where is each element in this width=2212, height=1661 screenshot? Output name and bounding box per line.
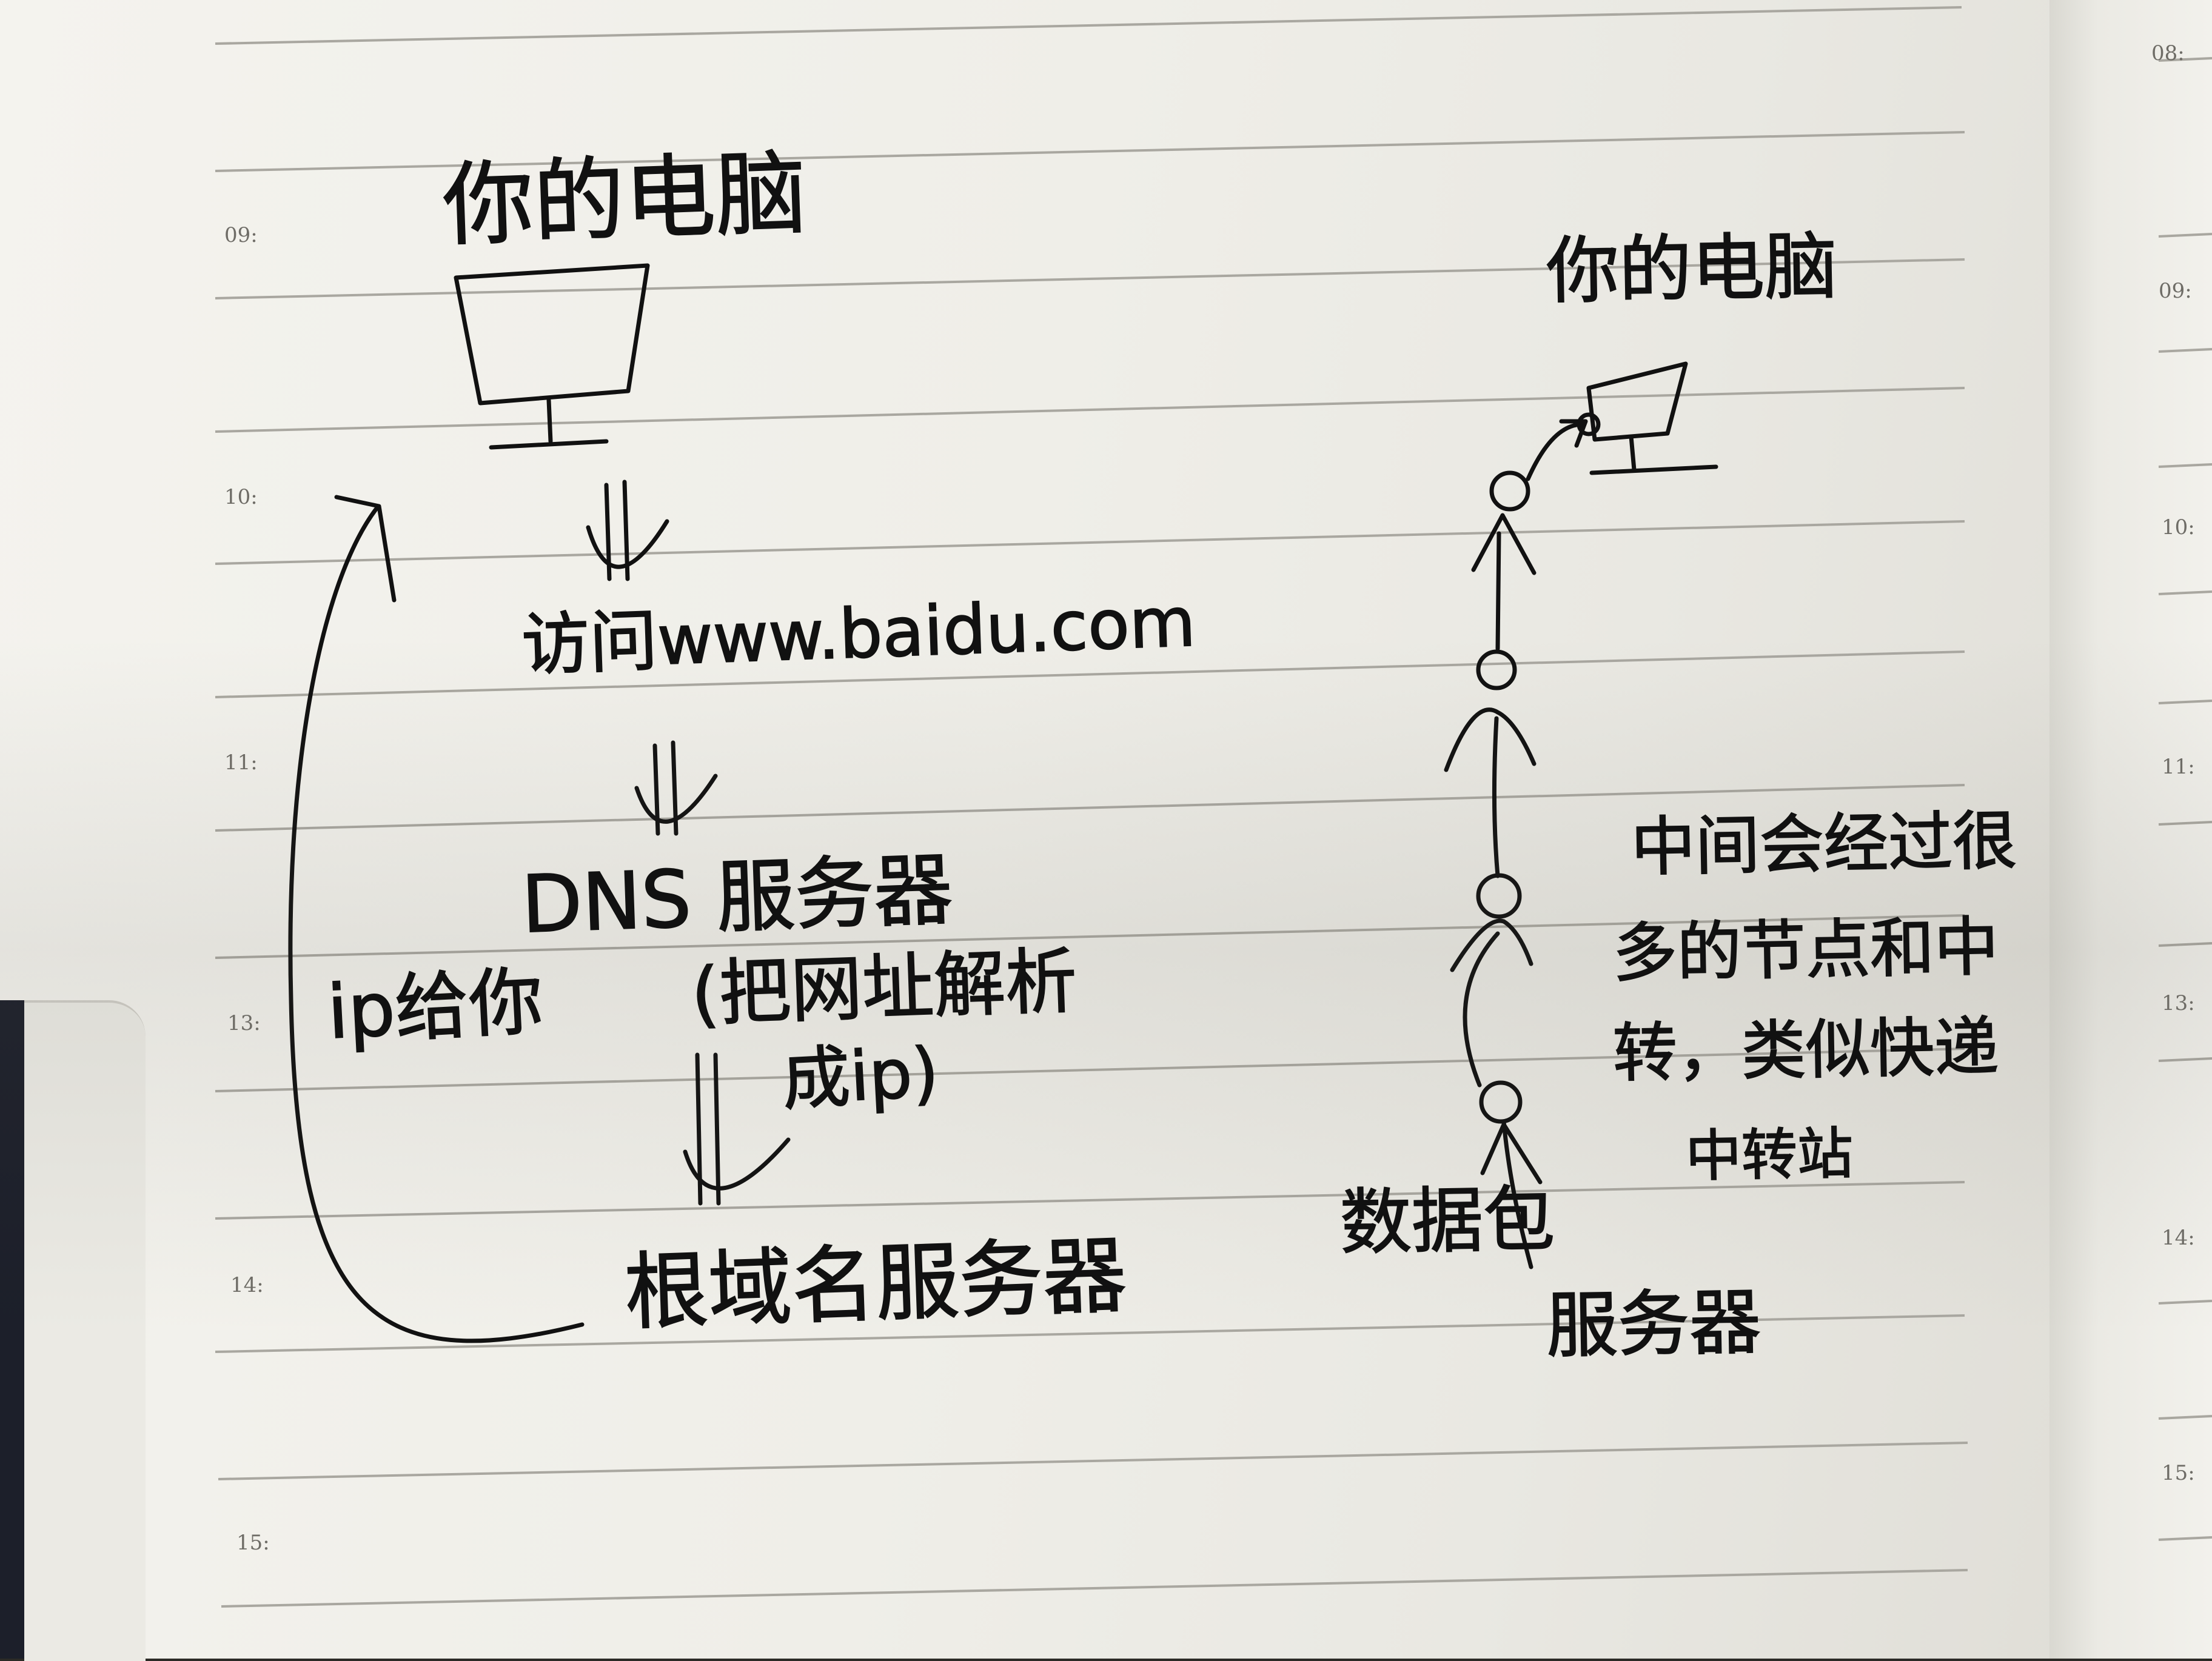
down-arrow-icon — [683, 1052, 791, 1206]
time-mark: 09: — [2159, 279, 2192, 303]
packet-label: 数据包 — [1339, 1177, 1556, 1265]
right-title: 你的电脑 — [1545, 224, 1838, 315]
time-mark: 11: — [2162, 755, 2195, 779]
node-icon — [1476, 873, 1522, 919]
time-mark: 15: — [2162, 1461, 2195, 1485]
ip-return-label: ip给你 — [325, 958, 546, 1056]
node-icon — [1476, 649, 1517, 690]
page-corner — [24, 1000, 146, 1661]
time-mark: 14: — [230, 1273, 264, 1297]
dns-note-line2: 成ip) — [780, 1032, 941, 1120]
transit-note-line2: 多的节点和中 — [1612, 909, 2000, 991]
time-mark: 08: — [2151, 41, 2185, 65]
dns-server-label: DNS 服务器 — [520, 843, 955, 952]
server-label: 服务器 — [1545, 1280, 1762, 1368]
transit-note-line1: 中间会经过很 — [1630, 803, 2018, 885]
time-mark: 14: — [2162, 1226, 2195, 1250]
transit-note-line3: 转，类似快递 — [1612, 1009, 2000, 1091]
time-mark: 13: — [227, 1011, 261, 1035]
time-mark: 11: — [224, 750, 258, 775]
left-title: 你的电脑 — [440, 141, 809, 260]
transit-note-line4: 中转站 — [1684, 1121, 1854, 1190]
time-mark: 10: — [224, 485, 258, 509]
node-icon — [1479, 1080, 1523, 1124]
left-monitor-icon — [454, 263, 650, 406]
time-mark: 09: — [224, 223, 258, 247]
time-mark: 15: — [236, 1531, 270, 1555]
dns-note-line1: (把网址解析 — [689, 938, 1079, 1037]
time-mark: 13: — [2162, 991, 2195, 1015]
down-arrow-icon — [586, 480, 669, 581]
node-icon — [1489, 470, 1530, 512]
arrow-head-icon — [334, 495, 397, 603]
next-notebook-page — [2049, 0, 2212, 1659]
return-arrow — [288, 507, 585, 1343]
right-monitor-icon — [1586, 361, 1688, 442]
desk-edge — [0, 1000, 24, 1659]
root-server-label: 根域名服务器 — [622, 1226, 1128, 1343]
ruled-lines — [215, 6, 2212, 1608]
time-mark: 10: — [2162, 515, 2195, 540]
down-arrow-icon — [634, 740, 718, 836]
